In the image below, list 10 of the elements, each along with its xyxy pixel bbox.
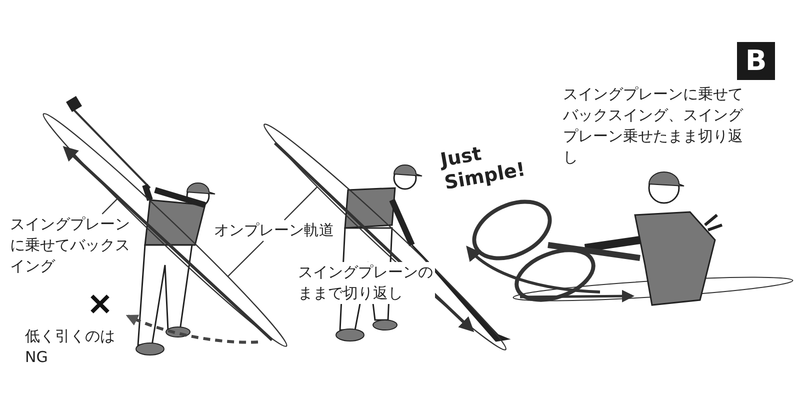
leader-line [102,198,118,214]
leader-line [284,186,318,220]
panel-badge: B [737,42,775,80]
leader-line [227,240,264,277]
caption-text: スイングプレーンのままで切り返し [298,262,435,304]
callout-text: オンプレーン軌道 [214,220,334,241]
caption-text: スイングプレーンに乗せてバックスイング、スイングプレーン乗せたまま切り返し [563,84,744,168]
callout-text: スイングプレーンに乗せてバックスイング [10,214,132,277]
slogan-text: Just Simple! [438,142,528,196]
warning-text: 低く引くのはNG [25,326,116,368]
